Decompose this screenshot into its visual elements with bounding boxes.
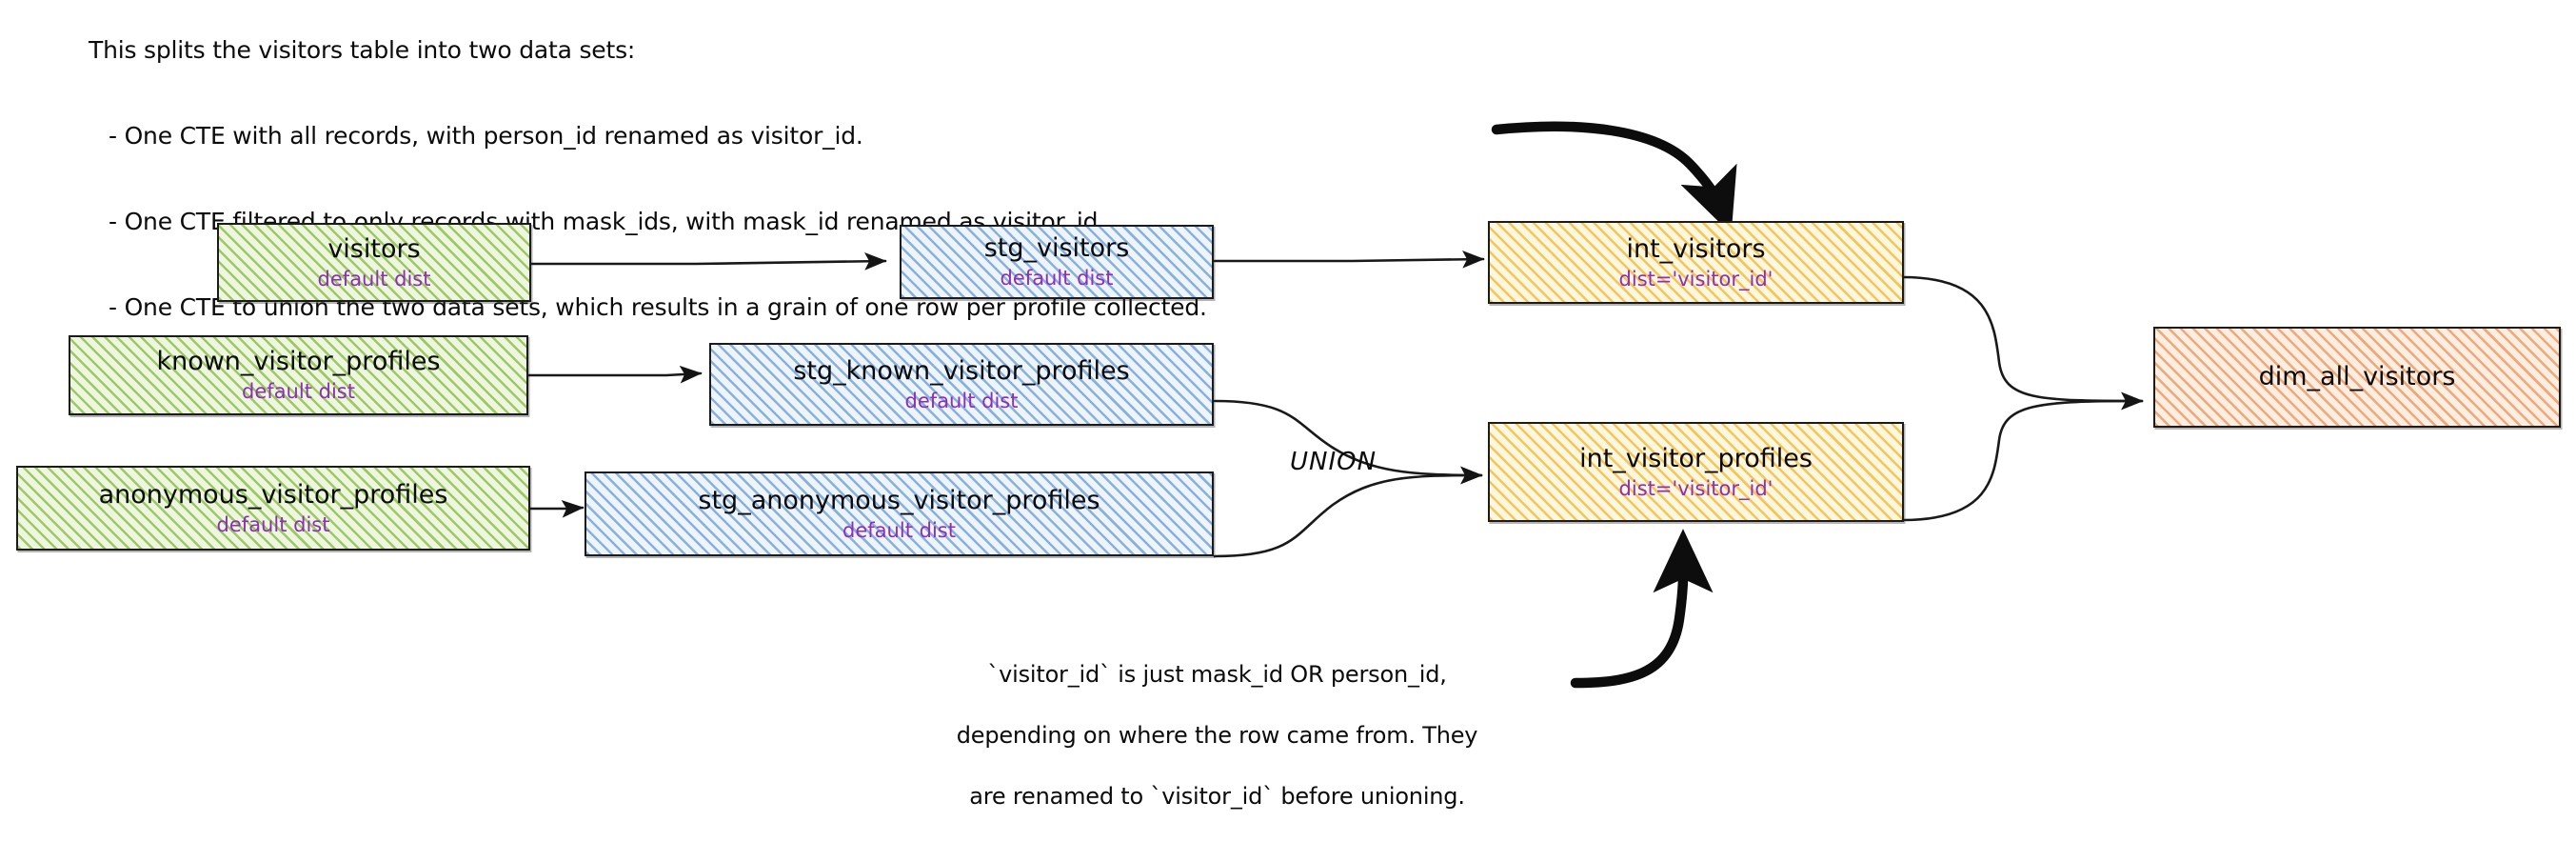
node-visitors-title: visitors bbox=[327, 233, 421, 264]
annotation-line-3: are renamed to `visitor_id` before union… bbox=[969, 783, 1465, 810]
node-visitors[interactable]: visitors default dist bbox=[217, 223, 531, 302]
node-stg-known-visitor-profiles-title: stg_known_visitor_profiles bbox=[793, 355, 1130, 386]
annotation-line-2: depending on where the row came from. Th… bbox=[956, 722, 1478, 749]
node-stg-anonymous-visitor-profiles-title: stg_anonymous_visitor_profiles bbox=[698, 485, 1100, 515]
node-anonymous-visitor-profiles-title: anonymous_visitor_profiles bbox=[98, 479, 448, 510]
edge-int-profiles-to-dim-all bbox=[1901, 391, 2144, 522]
visitor-id-annotation: `visitor_id` is just mask_id OR person_i… bbox=[928, 629, 1478, 842]
edge-stg-visitors-to-int-visitors bbox=[1213, 250, 1485, 269]
node-stg-anonymous-visitor-profiles-subtitle: default dist bbox=[842, 518, 956, 542]
edge-int-visitors-to-dim-all bbox=[1901, 275, 2144, 411]
node-stg-known-visitor-profiles-subtitle: default dist bbox=[904, 389, 1019, 412]
node-stg-known-visitor-profiles[interactable]: stg_known_visitor_profiles default dist bbox=[709, 343, 1214, 426]
node-anonymous-visitor-profiles-subtitle: default dist bbox=[216, 512, 330, 536]
node-int-visitors-subtitle: dist='visitor_id' bbox=[1618, 267, 1773, 291]
node-known-visitor-profiles-subtitle: default dist bbox=[242, 380, 355, 403]
callout-arrow-to-int-profiles bbox=[1570, 529, 1714, 689]
node-int-visitors[interactable]: int_visitors dist='visitor_id' bbox=[1488, 221, 1904, 304]
intro-bullet-1: - One CTE with all records, with person_… bbox=[109, 122, 863, 150]
node-int-visitor-profiles-title: int_visitor_profiles bbox=[1579, 443, 1813, 473]
intro-line-1: This splits the visitors table into two … bbox=[89, 36, 636, 64]
annotation-line-1: `visitor_id` is just mask_id OR person_i… bbox=[987, 661, 1447, 688]
union-label: UNION bbox=[1290, 448, 1377, 476]
edge-stg-anonymous-to-int-profiles bbox=[1213, 466, 1483, 558]
node-stg-visitors[interactable]: stg_visitors default dist bbox=[900, 225, 1214, 299]
callout-arrow-to-int-visitors bbox=[1491, 121, 1737, 234]
node-stg-visitors-subtitle: default dist bbox=[1000, 267, 1114, 290]
node-stg-visitors-title: stg_visitors bbox=[983, 233, 1130, 263]
node-dim-all-visitors[interactable]: dim_all_visitors bbox=[2153, 327, 2561, 428]
node-known-visitor-profiles[interactable]: known_visitor_profiles default dist bbox=[69, 335, 528, 415]
intro-bullet-2: - One CTE filtered to only records with … bbox=[109, 208, 1099, 235]
node-int-visitors-title: int_visitors bbox=[1626, 233, 1766, 264]
diagram-canvas: This splits the visitors table into two … bbox=[16, 8, 2561, 810]
node-stg-anonymous-visitor-profiles[interactable]: stg_anonymous_visitor_profiles default d… bbox=[585, 471, 1214, 556]
node-visitors-subtitle: default dist bbox=[317, 267, 431, 291]
node-known-visitor-profiles-title: known_visitor_profiles bbox=[156, 347, 441, 376]
node-int-visitor-profiles-subtitle: dist='visitor_id' bbox=[1618, 476, 1773, 500]
node-int-visitor-profiles[interactable]: int_visitor_profiles dist='visitor_id' bbox=[1488, 422, 1904, 522]
intro-note: This splits the visitors table into two … bbox=[59, 8, 1207, 379]
edge-anonymous-to-stg-anonymous bbox=[527, 499, 585, 518]
node-dim-all-visitors-title: dim_all_visitors bbox=[2258, 362, 2456, 391]
node-anonymous-visitor-profiles[interactable]: anonymous_visitor_profiles default dist bbox=[16, 466, 530, 551]
